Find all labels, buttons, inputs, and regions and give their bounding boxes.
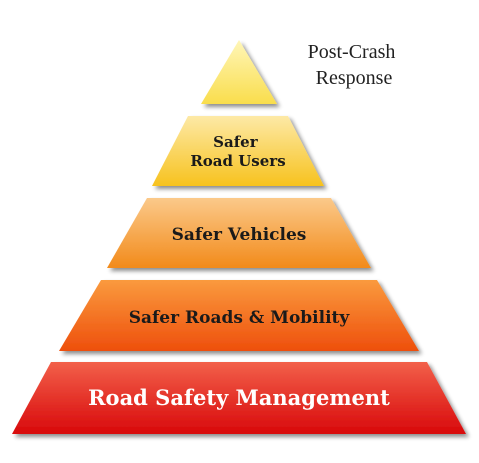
pyramid-tier-safer-vehicles	[107, 198, 371, 268]
pyramid-tier-safer-roads-mobility	[59, 280, 419, 351]
post-crash-response-label: Post-Crash Response	[308, 41, 401, 89]
safer-roads-mobility-label: Safer Roads & Mobility	[129, 308, 351, 328]
pyramid-tier-safer-road-users	[152, 116, 324, 186]
road-safety-management-label: Road Safety Management	[88, 385, 390, 410]
pyramid-apex	[201, 40, 277, 104]
pyramid-tier-road-safety-management	[12, 362, 466, 434]
safer-vehicles-label: Safer Vehicles	[172, 225, 307, 245]
safer-road-users-label: Safer Road Users	[190, 133, 285, 170]
